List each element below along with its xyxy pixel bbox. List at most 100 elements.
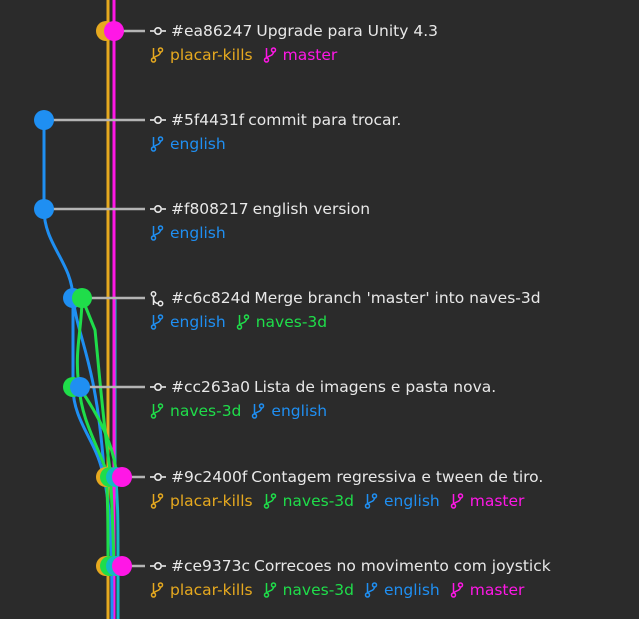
branch-ref-label: naves-3d xyxy=(170,402,242,420)
git-branch-icon xyxy=(150,136,170,152)
commit-node xyxy=(72,288,92,308)
commit-node xyxy=(112,467,132,487)
branch-refs: english xyxy=(150,222,635,244)
commit-hash[interactable]: #c6c824d xyxy=(171,289,251,307)
branch-ref-english[interactable]: english xyxy=(150,313,226,331)
git-branch-icon xyxy=(150,314,170,330)
git-merge-icon xyxy=(150,291,168,307)
branch-ref-master[interactable]: master xyxy=(450,581,525,599)
commit-message: english version xyxy=(252,200,371,218)
branch-ref-placar-kills[interactable]: placar-kills xyxy=(150,581,253,599)
commit-hash[interactable]: #ea86247 xyxy=(171,22,253,40)
branch-refs: english xyxy=(150,133,635,155)
commit-node xyxy=(34,199,54,219)
git-commit-icon xyxy=(150,24,168,38)
commit-message: Contagem regressiva e tween de tiro. xyxy=(251,468,544,486)
branch-ref-english[interactable]: english xyxy=(364,492,440,510)
branch-ref-label: master xyxy=(282,46,338,64)
commit-nodes xyxy=(34,21,132,576)
git-branch-icon xyxy=(236,314,256,330)
git-commit-icon xyxy=(150,559,168,573)
commit-message: Upgrade para Unity 4.3 xyxy=(256,22,438,40)
git-branch-icon xyxy=(150,493,170,509)
branch-ref-master[interactable]: master xyxy=(263,46,338,64)
branch-lanes xyxy=(42,0,145,619)
branch-refs: naves-3d english xyxy=(150,400,635,422)
branch-ref-label: english xyxy=(271,402,328,420)
branch-ref-master[interactable]: master xyxy=(450,492,525,510)
branch-ref-label: english xyxy=(384,581,440,599)
branch-ref-naves-3d[interactable]: naves-3d xyxy=(263,581,354,599)
branch-ref-label: naves-3d xyxy=(255,313,328,331)
commit-message: commit para trocar. xyxy=(248,111,402,129)
branch-ref-naves-3d[interactable]: naves-3d xyxy=(236,313,327,331)
commit-node xyxy=(34,110,54,130)
branch-ref-label: master xyxy=(469,492,525,510)
branch-ref-label: placar-kills xyxy=(170,581,253,599)
git-branch-icon xyxy=(251,403,271,419)
commit-message: Merge branch 'master' into naves-3d xyxy=(254,289,541,307)
branch-refs: placar-kills naves-3d english master xyxy=(150,579,635,601)
git-branch-icon xyxy=(263,582,283,598)
commit-node xyxy=(104,21,124,41)
git-branch-icon xyxy=(263,493,283,509)
branch-ref-label: naves-3d xyxy=(282,492,355,510)
commit-hash[interactable]: #cc263a0 xyxy=(171,378,250,396)
commit-message: Correcoes no movimento com joystick xyxy=(254,557,551,575)
branch-refs: placar-kills master xyxy=(150,44,635,66)
commit-hash[interactable]: #9c2400f xyxy=(171,468,248,486)
git-branch-icon xyxy=(450,582,470,598)
branch-ref-placar-kills[interactable]: placar-kills xyxy=(150,492,253,510)
branch-ref-label: placar-kills xyxy=(170,492,253,510)
branch-ref-english[interactable]: english xyxy=(364,581,440,599)
branch-ref-english[interactable]: english xyxy=(251,402,327,420)
branch-ref-label: english xyxy=(384,492,440,510)
git-branch-icon xyxy=(364,493,384,509)
lane-english xyxy=(42,118,114,619)
branch-ref-english[interactable]: english xyxy=(150,224,226,242)
branch-ref-english[interactable]: english xyxy=(150,135,226,153)
git-commit-icon xyxy=(150,113,168,127)
branch-refs: english naves-3d xyxy=(150,311,635,333)
commit-node xyxy=(112,556,132,576)
git-commit-icon xyxy=(150,202,168,216)
lane-naves-3d-b xyxy=(80,296,116,568)
branch-ref-placar-kills[interactable]: placar-kills xyxy=(150,46,253,64)
git-branch-icon xyxy=(150,47,170,63)
git-branch-icon xyxy=(450,493,470,509)
commit-hash[interactable]: #ce9373c xyxy=(171,557,251,575)
branch-ref-naves-3d[interactable]: naves-3d xyxy=(263,492,354,510)
commit-hash[interactable]: #5f4431f xyxy=(171,111,245,129)
commit-node xyxy=(70,377,90,397)
git-commit-icon xyxy=(150,380,168,394)
git-commit-icon xyxy=(150,470,168,484)
commit-message: Lista de imagens e pasta nova. xyxy=(253,378,497,396)
git-branch-icon xyxy=(150,403,170,419)
branch-ref-label: english xyxy=(170,313,226,331)
branch-ref-label: english xyxy=(170,224,226,242)
git-branch-icon xyxy=(263,47,283,63)
branch-ref-label: master xyxy=(469,581,525,599)
lane-english-merge xyxy=(71,296,106,472)
branch-refs: placar-kills naves-3d english master xyxy=(150,490,635,512)
commit-hash[interactable]: #f808217 xyxy=(171,200,249,218)
branch-ref-naves-3d[interactable]: naves-3d xyxy=(150,402,241,420)
git-branch-icon xyxy=(150,225,170,241)
branch-ref-label: naves-3d xyxy=(282,581,355,599)
branch-ref-label: english xyxy=(170,135,226,153)
